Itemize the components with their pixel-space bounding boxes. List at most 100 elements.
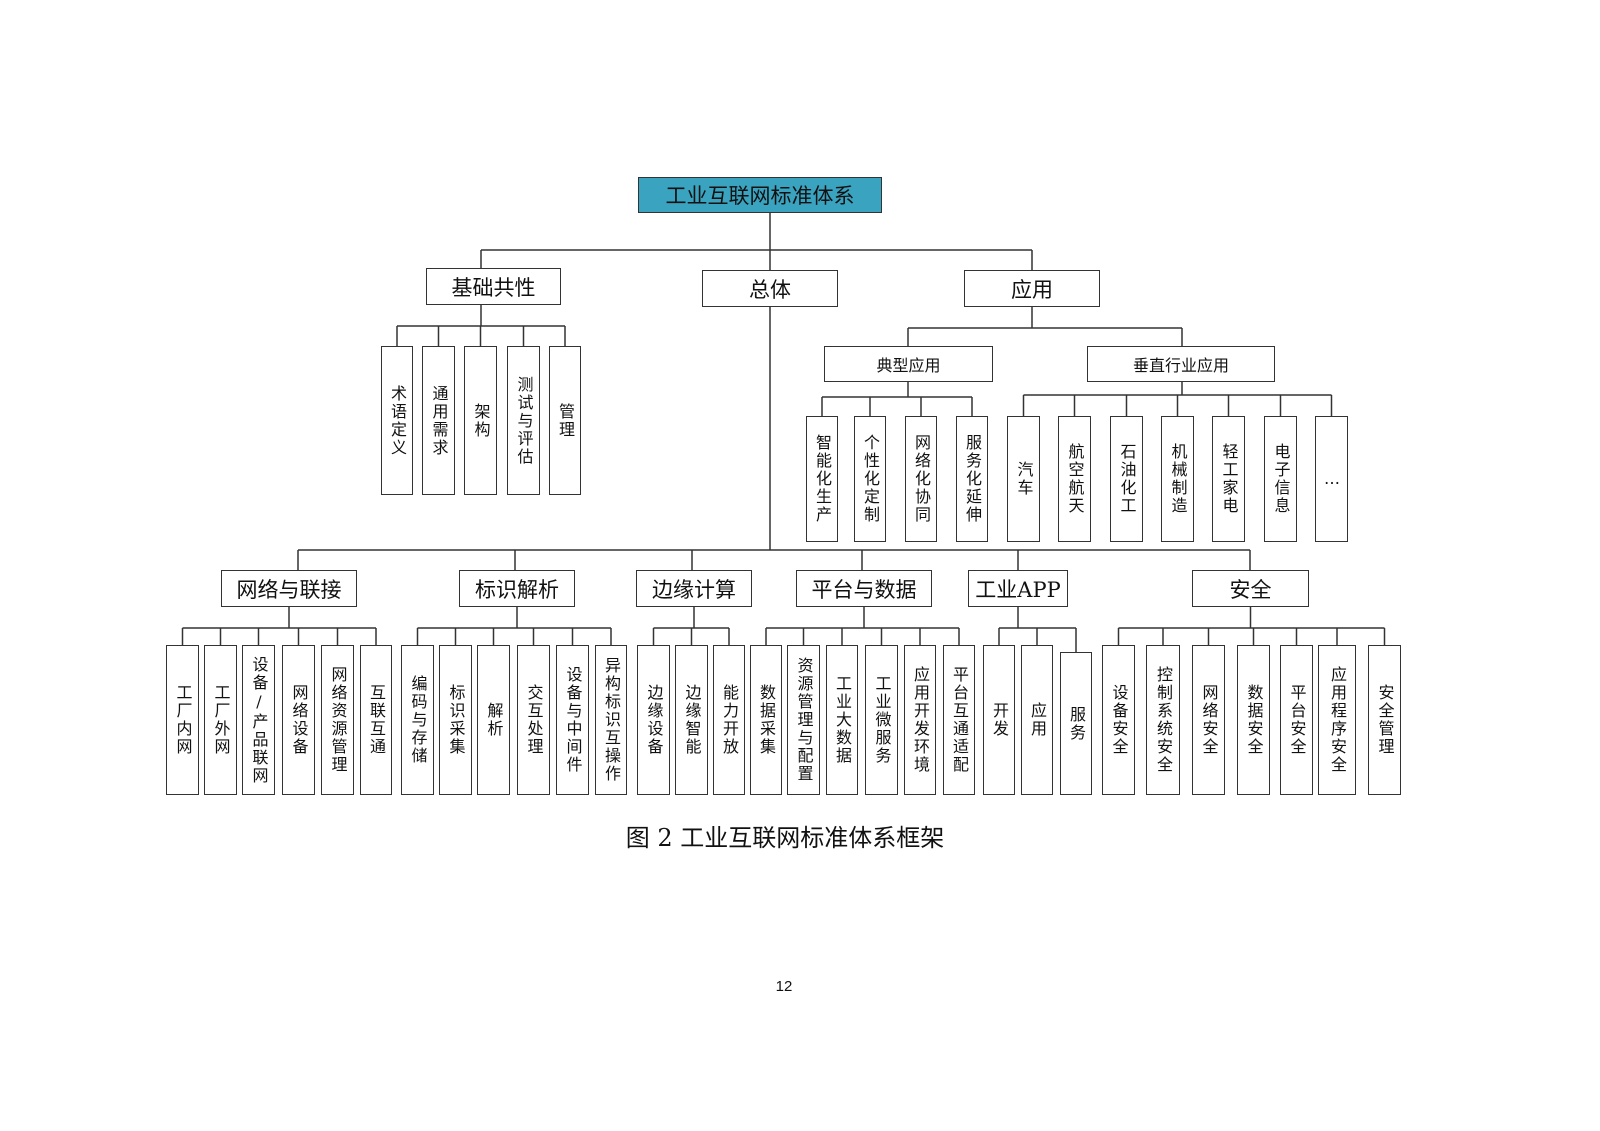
vertical-app-item: 机械制造 (1161, 416, 1194, 542)
vertical-app-item: 轻工家电 (1212, 416, 1245, 542)
vertical-app-item: 石油化工 (1110, 416, 1143, 542)
subcategory-vertical-label: 垂直行业应用 (1132, 356, 1229, 375)
security-item-label: 平台安全 (1287, 684, 1307, 756)
security-item: 设备安全 (1102, 645, 1135, 795)
figure-caption: 图 2 工业互联网标准体系框架 (625, 824, 945, 852)
edge-item: 能力开放 (713, 645, 745, 795)
basic-item: 通用需求 (422, 346, 455, 495)
basic-item-label: 测试与评估 (514, 375, 534, 466)
network-item: 网络资源管理 (321, 645, 354, 795)
typical-app-item: 网络化协同 (905, 416, 937, 542)
subcategory-typical: 典型应用 (824, 346, 993, 382)
security-item: 数据安全 (1237, 645, 1270, 795)
identifier-item: 标识采集 (439, 645, 472, 795)
network-item-label: 工厂外网 (211, 684, 231, 756)
root-node-label: 工业互联网标准体系 (665, 184, 855, 208)
security-item-label: 应用程序安全 (1328, 666, 1347, 774)
identifier-item: 交互处理 (517, 645, 550, 795)
identifier-item-label: 编码与存储 (408, 675, 428, 765)
identifier-item-label: 设备与中间件 (563, 666, 583, 774)
edge-item-label: 边缘智能 (682, 684, 702, 756)
vertical-app-item: 汽车 (1007, 416, 1040, 542)
group-security: 安全 (1192, 570, 1309, 607)
basic-item: 术语定义 (381, 346, 413, 495)
basic-item-label: 架构 (471, 402, 491, 439)
network-item: 网络设备 (282, 645, 315, 795)
platform-item-label: 资源管理与配置 (794, 657, 814, 783)
app-item: 服务 (1060, 652, 1092, 795)
platform-item: 应用开发环境 (904, 645, 936, 795)
category-overall: 总体 (702, 270, 838, 307)
identifier-item: 设备与中间件 (556, 645, 589, 795)
basic-item: 架构 (464, 346, 497, 495)
vertical-app-item-label: 汽车 (1014, 461, 1034, 497)
basic-item: 测试与评估 (507, 346, 540, 495)
category-overall-label: 总体 (749, 277, 791, 302)
platform-item-label: 工业微服务 (872, 675, 892, 765)
category-basic: 基础共性 (426, 268, 561, 305)
edge-item-label: 边缘设备 (644, 684, 664, 756)
vertical-app-item-label: … (1322, 468, 1342, 490)
security-item-label: 网络安全 (1199, 684, 1219, 756)
network-item: 互联互通 (360, 645, 392, 795)
network-item-label: 设备/产品联网 (249, 655, 269, 785)
category-application: 应用 (964, 270, 1100, 307)
group-platform: 平台与数据 (796, 570, 932, 607)
network-item: 工厂内网 (166, 645, 199, 795)
edge-item: 边缘智能 (675, 645, 708, 795)
vertical-app-item: 航空航天 (1058, 416, 1091, 542)
group-app: 工业APP (968, 570, 1068, 607)
security-item: 网络安全 (1192, 645, 1225, 795)
edge-item-label: 能力开放 (720, 684, 739, 756)
platform-item-label: 工业大数据 (833, 675, 852, 765)
app-item-label: 服务 (1067, 705, 1086, 742)
basic-item: 管理 (549, 346, 581, 495)
identifier-item: 异构标识互操作 (595, 645, 627, 795)
typical-app-item-label: 网络化协同 (912, 434, 931, 524)
platform-item: 工业大数据 (826, 645, 858, 795)
security-item-label: 安全管理 (1375, 684, 1395, 756)
group-identifier: 标识解析 (459, 570, 575, 607)
identifier-item-label: 解析 (484, 702, 504, 738)
identifier-item-label: 交互处理 (524, 684, 544, 756)
edge-item: 边缘设备 (637, 645, 670, 795)
identifier-item: 编码与存储 (401, 645, 434, 795)
network-item-label: 互联互通 (367, 684, 386, 756)
platform-item-label: 应用开发环境 (911, 666, 930, 774)
network-item: 工厂外网 (204, 645, 237, 795)
vertical-app-item: 电子信息 (1264, 416, 1297, 542)
group-network: 网络与联接 (221, 570, 357, 607)
platform-item: 平台互通适配 (943, 645, 975, 795)
vertical-app-item-label: 电子信息 (1271, 443, 1291, 515)
category-basic-label: 基础共性 (451, 275, 536, 300)
vertical-app-item: … (1315, 416, 1348, 542)
app-item-label: 开发 (990, 702, 1009, 738)
group-platform-label: 平台与数据 (811, 577, 917, 602)
subcategory-vertical: 垂直行业应用 (1087, 346, 1275, 382)
page-number: 12 (775, 978, 793, 995)
group-edge-label: 边缘计算 (652, 577, 736, 602)
root-node: 工业互联网标准体系 (638, 177, 882, 213)
network-item-label: 网络资源管理 (328, 666, 348, 774)
network-item: 设备/产品联网 (242, 645, 275, 795)
group-edge: 边缘计算 (636, 570, 752, 607)
app-item: 开发 (983, 645, 1015, 795)
platform-item-label: 平台互通适配 (950, 666, 969, 774)
typical-app-item-label: 个性化定制 (861, 434, 880, 524)
network-item-label: 工厂内网 (173, 684, 193, 756)
app-item: 应用 (1021, 645, 1053, 795)
security-item: 应用程序安全 (1318, 645, 1356, 795)
typical-app-item-label: 服务化延伸 (963, 434, 982, 524)
identifier-item-label: 异构标识互操作 (602, 657, 621, 783)
group-identifier-label: 标识解析 (475, 577, 559, 602)
subcategory-typical-label: 典型应用 (876, 356, 941, 375)
typical-app-item: 个性化定制 (854, 416, 886, 542)
app-item-label: 应用 (1028, 702, 1047, 738)
typical-app-item: 智能化生产 (806, 416, 838, 542)
identifier-item: 解析 (477, 645, 510, 795)
platform-item: 数据采集 (750, 645, 782, 795)
security-item: 控制系统安全 (1146, 645, 1180, 795)
vertical-app-item-label: 轻工家电 (1219, 443, 1239, 515)
vertical-app-item-label: 航空航天 (1065, 443, 1085, 515)
